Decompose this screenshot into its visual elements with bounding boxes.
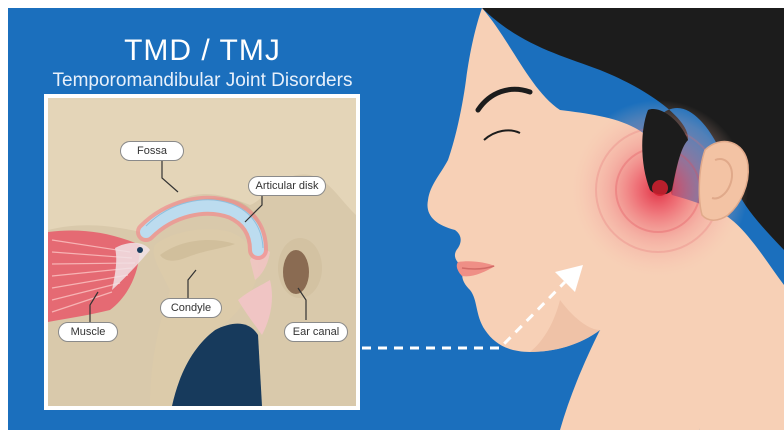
label-muscle: Muscle bbox=[58, 322, 118, 342]
label-articular-disk: Articular disk bbox=[248, 176, 326, 196]
page-title: TMD / TMJ bbox=[0, 34, 405, 68]
page-subtitle: Temporomandibular Joint Disorders bbox=[0, 70, 405, 92]
label-condyle: Condyle bbox=[160, 298, 222, 318]
joint-diagram bbox=[48, 98, 356, 406]
label-fossa: Fossa bbox=[120, 141, 184, 161]
label-ear-canal: Ear canal bbox=[284, 322, 348, 342]
ear-canal-shape bbox=[283, 250, 309, 294]
